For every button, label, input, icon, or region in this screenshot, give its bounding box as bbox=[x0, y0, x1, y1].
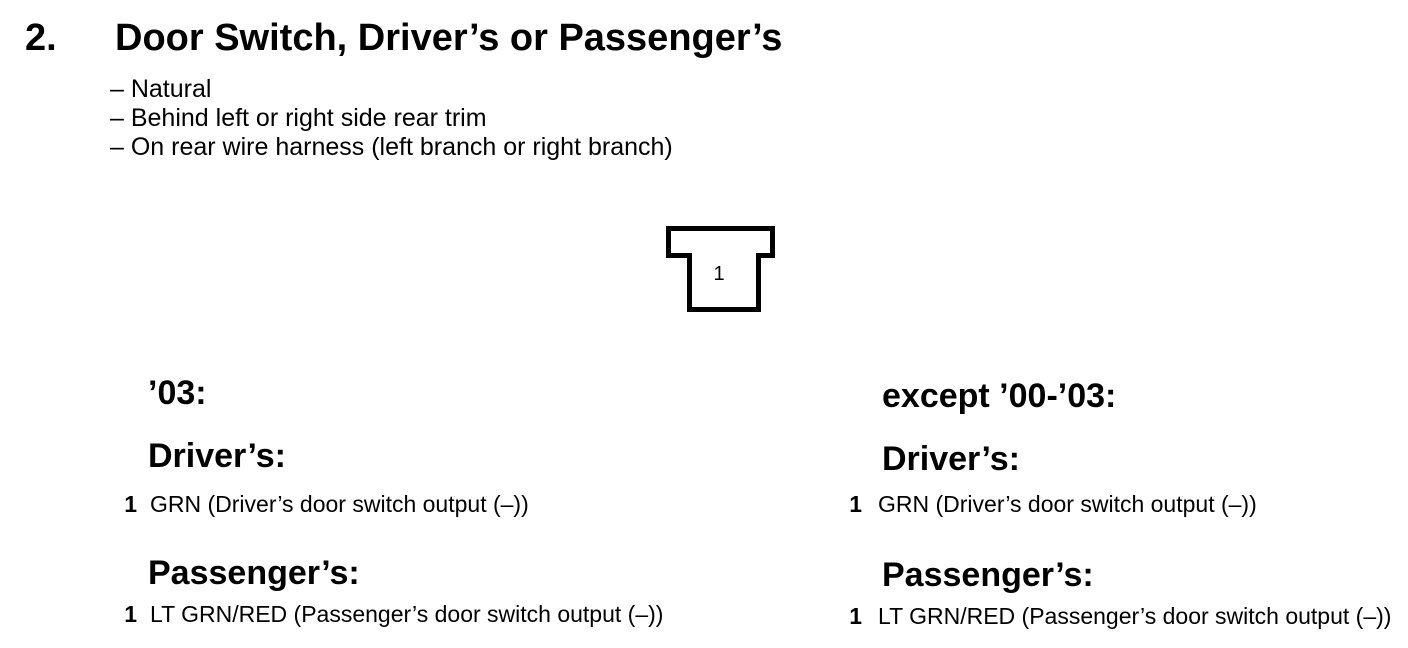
wire-label: GRN (Driver’s door switch output (–)) bbox=[150, 491, 529, 517]
connector-diagram: 1 bbox=[666, 226, 775, 312]
group-heading-drivers: Driver’s: bbox=[882, 440, 1020, 478]
group-heading-drivers: Driver’s: bbox=[148, 437, 286, 475]
wire-row: 1 LT GRN/RED (Passenger’s door switch out… bbox=[840, 605, 1391, 628]
year-heading: ’03: bbox=[148, 374, 207, 412]
note-item: – Behind left or right side rear trim bbox=[110, 104, 487, 132]
wire-label: LT GRN/RED (Passenger’s door switch outp… bbox=[878, 603, 1392, 629]
group-heading-passengers: Passenger’s: bbox=[882, 556, 1094, 594]
note-item: – Natural bbox=[110, 75, 212, 103]
connector-outline bbox=[666, 226, 775, 312]
page-title: Door Switch, Driver’s or Passenger’s bbox=[115, 17, 783, 59]
note-list: – Natural – Behind left or right side re… bbox=[110, 75, 673, 162]
year-heading: except ’00-’03: bbox=[882, 377, 1117, 415]
wire-row: 1 GRN (Driver’s door switch output (–)) bbox=[115, 493, 529, 516]
pin-number: 1 bbox=[124, 601, 137, 627]
pin-number: 1 bbox=[124, 491, 137, 517]
wire-row: 1 GRN (Driver’s door switch output (–)) bbox=[840, 493, 1257, 516]
pin-number: 1 bbox=[849, 491, 862, 517]
group-heading-passengers: Passenger’s: bbox=[148, 554, 360, 592]
wire-label: LT GRN/RED (Passenger’s door switch outp… bbox=[150, 601, 664, 627]
item-number: 2. bbox=[25, 17, 57, 59]
wire-row: 1 LT GRN/RED (Passenger’s door switch out… bbox=[115, 603, 663, 626]
note-item: – On rear wire harness (left branch or r… bbox=[110, 133, 673, 161]
wire-label: GRN (Driver’s door switch output (–)) bbox=[878, 491, 1257, 517]
connector-pin-label: 1 bbox=[713, 263, 724, 285]
pin-number: 1 bbox=[849, 603, 862, 629]
